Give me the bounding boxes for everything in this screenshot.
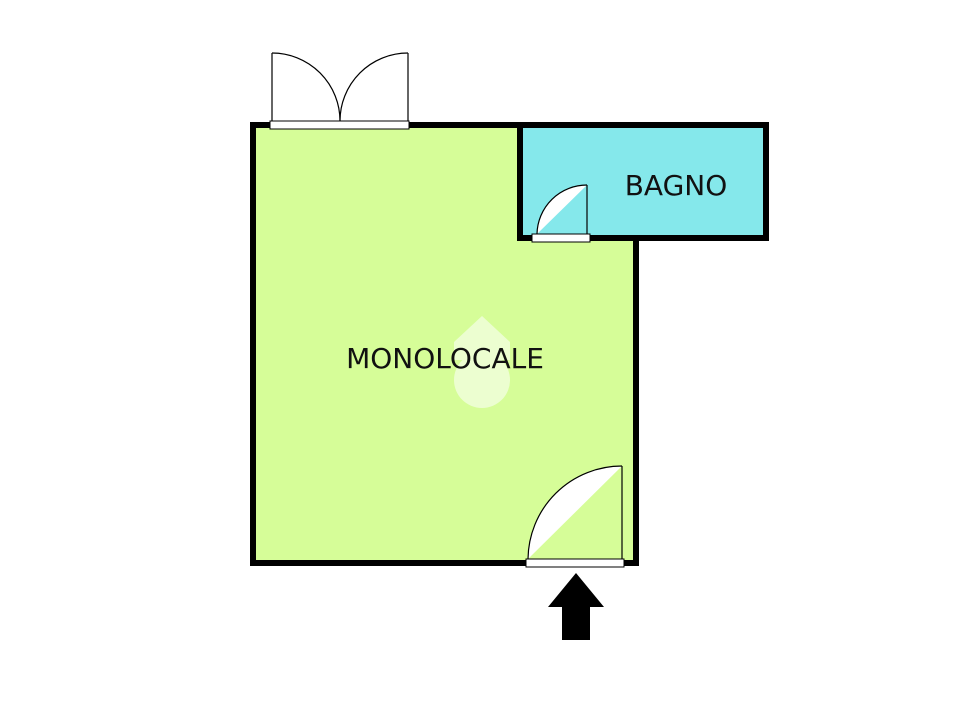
- door-icon: [531, 184, 591, 243]
- french-window-icon: [269, 52, 410, 130]
- entrance-arrow-icon: [548, 573, 604, 640]
- room-label-bagno: BAGNO: [625, 169, 728, 202]
- room-bagno: [520, 125, 766, 238]
- room-monolocale: [253, 125, 636, 563]
- watermark-logo-icon: [454, 316, 510, 408]
- walls: [250, 122, 769, 566]
- door-icon: [525, 465, 625, 568]
- room-label-monolocale: MONOLOCALE: [346, 342, 544, 375]
